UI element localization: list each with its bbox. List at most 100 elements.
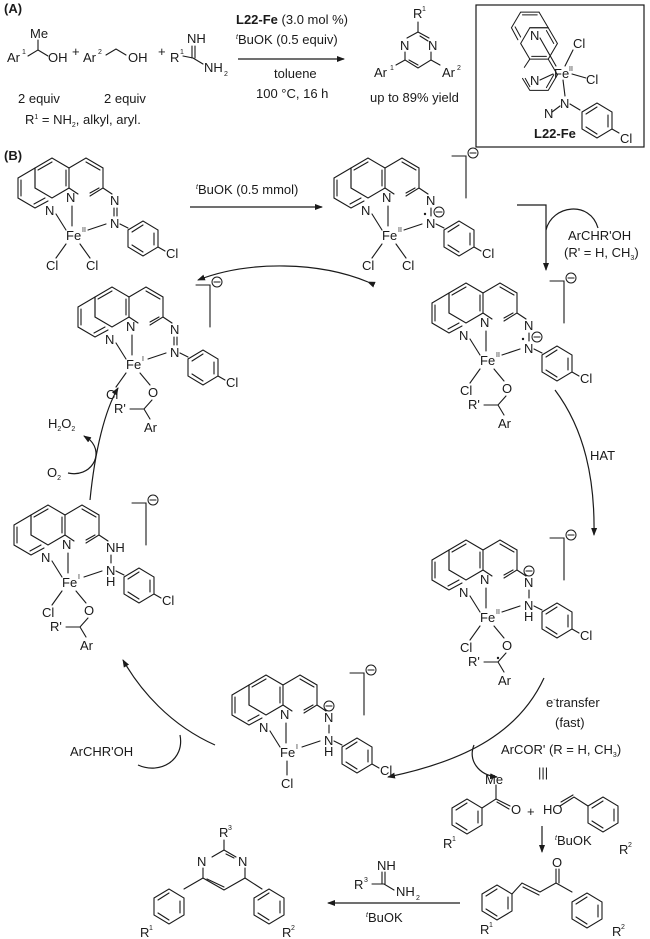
alkoxide-oxygen: O	[502, 381, 512, 396]
alkoxide-bonds	[483, 652, 507, 673]
alkoxide-oxygen: O	[502, 638, 512, 653]
bond	[533, 348, 543, 354]
phenanthroline-ligand	[17, 157, 104, 209]
chlorophenyl-group	[187, 349, 226, 386]
chlorine: Cl	[162, 593, 174, 608]
r1-definition: R1 = NH2, alkyl, aryl.	[25, 112, 141, 129]
charge-bracket	[349, 672, 365, 716]
svg-text:R: R	[480, 922, 489, 937]
equivalence-mark: |||	[538, 765, 548, 780]
hat-label: HAT	[590, 448, 615, 463]
azo-nitrogen: N	[170, 322, 179, 337]
condensation-amidine: NH R 3 NH 2	[354, 858, 420, 902]
chlorophenyl-group	[541, 345, 580, 382]
etransfer-label: e-transfer	[546, 695, 600, 710]
substrate-note: (R' = H, CH3)	[564, 245, 639, 262]
solvent-condition: toluene	[274, 66, 317, 81]
pyridine-nitrogen: N	[66, 190, 75, 205]
reactant-primary-alcohol: Ar 2 OH 2 equiv	[83, 48, 148, 106]
svg-text:N: N	[400, 38, 409, 53]
bond	[516, 569, 527, 577]
svg-text:R: R	[354, 877, 363, 892]
svg-text:R: R	[170, 50, 179, 65]
oxidation-state: II	[496, 609, 500, 616]
pyridine-nitrogen: N	[280, 707, 289, 722]
svg-text:NH: NH	[396, 884, 415, 899]
chlorine: Cl	[580, 628, 592, 643]
regeneration-arrow	[89, 387, 119, 501]
pyridine-nitrogen: N	[259, 720, 268, 735]
final-pyrimidine-product: R 3 N N R 1 R 2	[140, 825, 295, 939]
activation-reagent: tBuOK (0.5 mmol)	[196, 182, 298, 197]
svg-text:R: R	[619, 842, 628, 857]
svg-text:OH: OH	[128, 50, 148, 65]
pyridine-nitrogen: N	[105, 332, 114, 347]
aryl-group: Ar	[80, 638, 94, 653]
phenanthroline-ligand	[333, 157, 420, 209]
svg-text:2: 2	[291, 925, 295, 932]
plus-sign: +	[158, 44, 166, 59]
bond	[316, 704, 327, 712]
bond	[469, 595, 481, 613]
second-substrate-curve	[137, 734, 182, 769]
fe-n-bond	[403, 223, 423, 231]
chloride: Cl	[281, 776, 293, 791]
iron-center: Fe	[480, 353, 495, 368]
svg-text:N: N	[560, 96, 569, 111]
radical-dot	[521, 337, 525, 341]
bond	[333, 740, 343, 746]
fe-n-bond	[83, 570, 103, 578]
svg-text:NH: NH	[187, 31, 206, 46]
chlorophenyl-group	[541, 602, 580, 639]
fe-cl-o-bonds	[469, 625, 505, 641]
charge-bracket	[131, 502, 147, 546]
temperature-time-condition: 100 °C, 16 h	[256, 86, 328, 101]
bond	[115, 342, 127, 360]
iron-center: Fe	[280, 745, 295, 760]
svg-text:3: 3	[364, 877, 368, 884]
svg-text:Cl: Cl	[573, 36, 585, 51]
bond	[269, 730, 281, 748]
aryl-nitrogen: N	[524, 341, 533, 356]
catalyst-fe-center: Fe II Cl Cl N N N N Cl L22-Fe	[530, 28, 632, 146]
svg-text:2: 2	[628, 842, 632, 849]
svg-text:Ar: Ar	[7, 50, 21, 65]
svg-text:N: N	[238, 854, 247, 869]
bond	[469, 338, 481, 356]
svg-text:1: 1	[390, 65, 394, 72]
oxidation-state: I	[296, 744, 298, 751]
alkoxide-bonds	[129, 399, 153, 420]
svg-text:2: 2	[98, 49, 102, 56]
svg-text:N: N	[197, 854, 206, 869]
catalyst-label: L22-Fe	[534, 126, 576, 141]
aryl-nitrogen: N	[426, 216, 435, 231]
chloride: Cl	[42, 605, 54, 620]
bond	[102, 187, 113, 195]
yield-label: up to 89% yield	[370, 90, 459, 105]
catalyst-condition: L22-Fe (3.0 mol %)	[236, 12, 348, 27]
aryl-nitrogen: N	[524, 598, 533, 613]
acetophenone: Me O R 1	[443, 772, 521, 851]
chlorophenyl-group	[443, 220, 482, 257]
azo-nitrogen: N	[426, 193, 435, 208]
reactant-amidine: NH R 1 NH 2	[170, 31, 228, 78]
svg-text:Me: Me	[30, 26, 48, 41]
double-bond	[113, 207, 118, 217]
iron-center: Fe	[66, 228, 81, 243]
nitrogen-hydrogen: H	[524, 609, 533, 624]
aryl-nitrogen: N	[324, 733, 333, 748]
aryl-nitrogen: N	[106, 563, 115, 578]
fast-label: (fast)	[555, 715, 585, 730]
svg-text:N: N	[428, 38, 437, 53]
svg-text:N: N	[530, 73, 539, 88]
svg-text:Ar: Ar	[374, 65, 388, 80]
iron-center: Fe	[126, 357, 141, 372]
svg-text:1: 1	[452, 836, 456, 843]
alkoxide-oxygen: O	[84, 603, 94, 618]
